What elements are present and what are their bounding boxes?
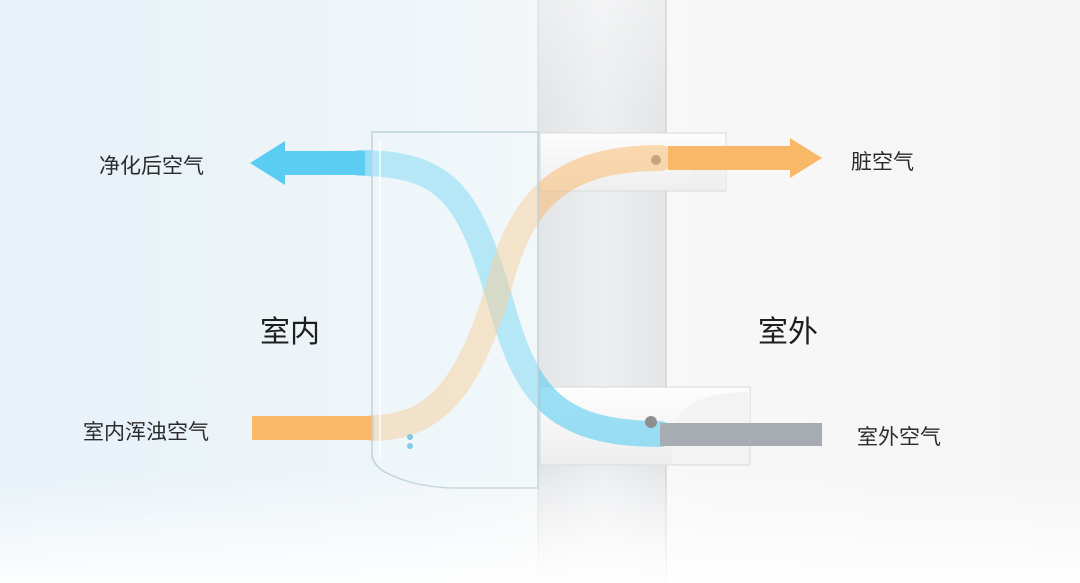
sensor-dot xyxy=(645,416,657,428)
indicator-dot xyxy=(407,443,413,449)
arrow-left-icon xyxy=(250,141,285,185)
arrow-right-icon xyxy=(790,138,822,178)
flow-orange-path xyxy=(252,138,822,441)
outdoor-air-label: 室外空气 xyxy=(857,425,941,449)
purified-air-label: 净化后空气 xyxy=(99,154,204,178)
bottom-fade xyxy=(0,470,1080,583)
dirty-air-label: 脏空气 xyxy=(851,150,914,174)
indoor-label: 室内 xyxy=(260,315,320,350)
outdoor-label: 室外 xyxy=(758,315,818,350)
flow-gray-path xyxy=(660,423,822,446)
indoor-dirty-air-label: 室内浑浊空气 xyxy=(83,420,209,444)
indoor-unit xyxy=(371,131,539,489)
sensor-dot xyxy=(651,155,661,165)
indicator-dot xyxy=(407,434,413,440)
